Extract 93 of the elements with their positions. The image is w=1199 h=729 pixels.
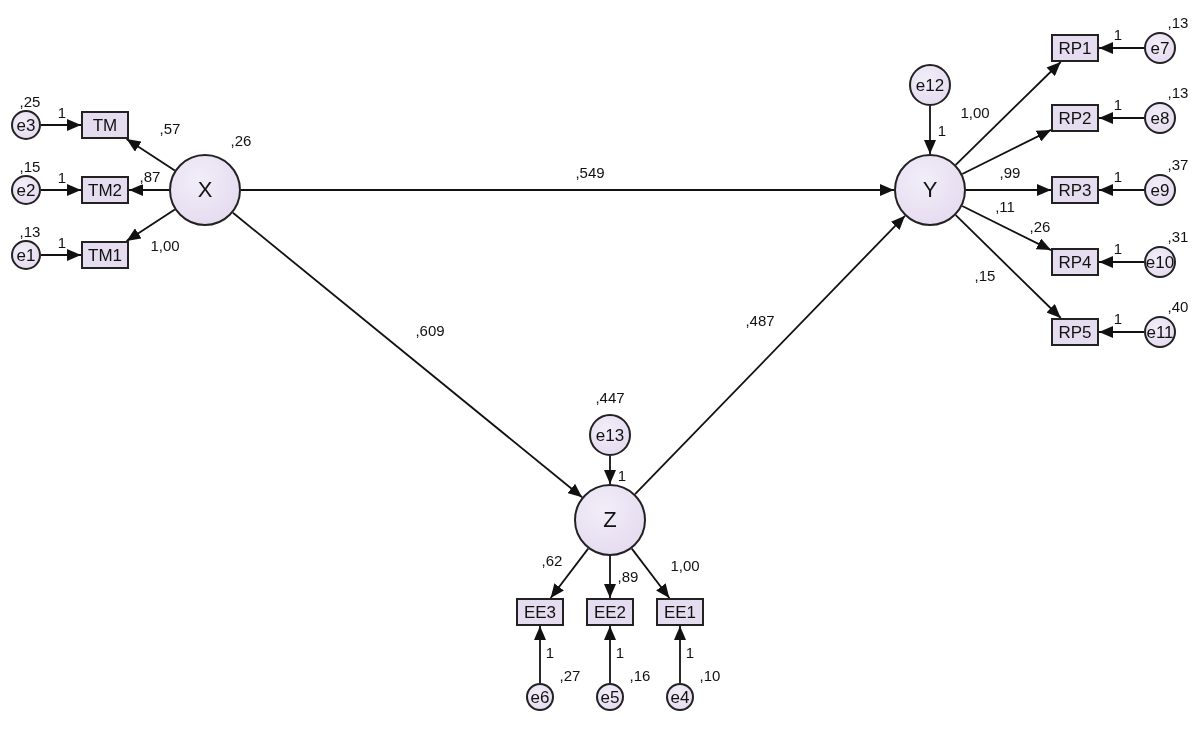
arrow [961, 205, 1052, 251]
observed-variable-box [1051, 318, 1099, 346]
latent-variable-circle [894, 154, 966, 226]
arrow [674, 625, 686, 684]
error-term-circle [596, 683, 624, 711]
variance-value: ,37 [1167, 155, 1189, 173]
arrow [125, 208, 176, 242]
arrow [40, 249, 82, 261]
arrow [232, 211, 583, 499]
error-term-circle [1144, 32, 1176, 64]
arrow [128, 184, 170, 196]
arrow [40, 184, 82, 196]
observed-variable-box [81, 111, 129, 139]
variance-value: ,25 [19, 92, 41, 110]
node-label: TM1 [88, 246, 122, 264]
arrow [1098, 112, 1145, 124]
node-label: X [197, 179, 213, 201]
node-label: e2 [16, 181, 36, 199]
observed-variable-box [1051, 104, 1099, 132]
variance-value: ,15 [19, 157, 41, 175]
node-label: RP1 [1058, 39, 1092, 57]
node-label: e10 [1145, 253, 1175, 271]
node-label: e7 [1150, 39, 1170, 57]
node-label: EE3 [523, 603, 557, 621]
arrow [604, 455, 616, 485]
node-label: TM [92, 116, 118, 134]
node-label: e3 [16, 116, 36, 134]
node-label: e11 [1146, 323, 1174, 341]
arrow [604, 625, 616, 684]
error-term-circle [1144, 102, 1176, 134]
observed-variable-box [516, 598, 564, 626]
node-label: e4 [670, 688, 690, 706]
arrow [634, 214, 906, 496]
node-label: e13 [595, 426, 625, 444]
variance-value: ,13 [1167, 13, 1189, 31]
variance-value: ,16 [629, 666, 651, 684]
error-term-circle [11, 110, 41, 140]
node-label: e9 [1150, 181, 1170, 199]
arrow [924, 105, 936, 155]
node-label: Y [922, 179, 938, 201]
error-term-circle [1144, 174, 1176, 206]
observed-variable-box [1051, 34, 1099, 62]
observed-variable-box [1051, 248, 1099, 276]
arrow [965, 184, 1052, 196]
arrow [1098, 42, 1145, 54]
arrow [125, 138, 176, 172]
variance-value: ,26 [230, 131, 252, 149]
node-label: e5 [600, 688, 620, 706]
arrow [1098, 256, 1145, 268]
arrow [1098, 184, 1145, 196]
error-term-circle [11, 240, 41, 270]
arrow [961, 129, 1052, 175]
arrow [630, 547, 671, 599]
variance-value: ,40 [1167, 297, 1189, 315]
error-term-circle [589, 414, 631, 456]
error-term-circle [909, 64, 951, 106]
variance-value: ,27 [559, 666, 581, 684]
node-label: RP4 [1058, 253, 1092, 271]
variance-value: ,13 [1167, 83, 1189, 101]
arrow [549, 547, 590, 599]
node-label: EE2 [593, 603, 627, 621]
node-label: EE1 [663, 603, 697, 621]
arrow [604, 555, 616, 599]
arrow [954, 61, 1062, 166]
variance-value: ,31 [1167, 227, 1189, 245]
node-label: RP2 [1058, 109, 1092, 127]
node-label: RP5 [1058, 323, 1092, 341]
error-term-circle [11, 175, 41, 205]
observed-variable-box [586, 598, 634, 626]
node-label: e8 [1150, 109, 1170, 127]
node-label: RP3 [1058, 181, 1092, 199]
observed-variable-box [1051, 176, 1099, 204]
arrow [534, 625, 546, 684]
variance-value: ,13 [19, 222, 41, 240]
variance-value: ,10 [699, 666, 721, 684]
node-label: e6 [530, 688, 550, 706]
error-term-circle [1144, 316, 1176, 348]
node-label: e1 [16, 246, 36, 264]
error-term-circle [666, 683, 694, 711]
node-label: Z [603, 509, 617, 531]
latent-variable-circle [574, 484, 646, 556]
arrow [40, 119, 82, 131]
error-term-circle [1144, 246, 1176, 278]
arrow [954, 214, 1062, 319]
node-label: TM2 [88, 181, 122, 199]
observed-variable-box [81, 176, 129, 204]
arrow [1098, 326, 1145, 338]
node-label: e12 [915, 76, 945, 94]
variance-value: ,447 [595, 388, 625, 406]
observed-variable-box [81, 241, 129, 269]
arrow [240, 184, 895, 196]
error-term-circle [526, 683, 554, 711]
observed-variable-box [656, 598, 704, 626]
